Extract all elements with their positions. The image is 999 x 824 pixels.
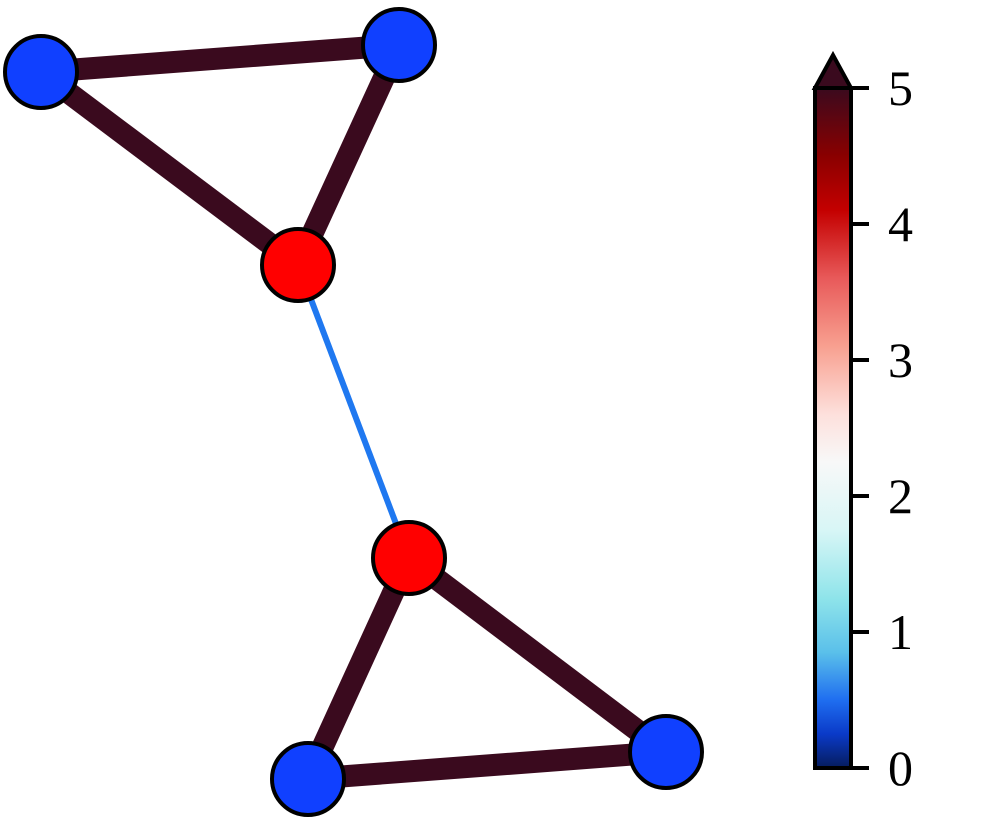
colorbar-tick-label: 2 [888, 468, 913, 524]
graph-nodes [3, 7, 704, 817]
graph-edge [34, 63, 305, 274]
graph-edge [402, 549, 673, 761]
graph-node [3, 34, 79, 110]
graph-node [270, 741, 346, 817]
colorbar-tick-label: 3 [888, 332, 913, 388]
colorbar-tick-label: 0 [888, 740, 913, 796]
colorbar-tick-label: 1 [888, 604, 913, 660]
graph-node [628, 714, 704, 790]
graph-node [371, 520, 447, 596]
colorbar-tick-label: 5 [888, 60, 913, 116]
graph-node [260, 227, 336, 303]
colorbar-gradient [813, 86, 853, 770]
graph-edge [288, 40, 409, 270]
graph-edge [307, 741, 667, 790]
colorbar-extend-arrow [811, 50, 855, 90]
colorbar: 5 4 3 2 1 0 [811, 50, 913, 796]
colorbar-ticks: 5 4 3 2 1 0 [851, 60, 913, 796]
graph-node [361, 7, 437, 83]
graph-edges [34, 34, 673, 790]
colorbar-tick-label: 4 [888, 196, 913, 252]
graph-edge [40, 34, 400, 83]
graph-edge [295, 263, 412, 560]
graph-edge [297, 553, 420, 784]
